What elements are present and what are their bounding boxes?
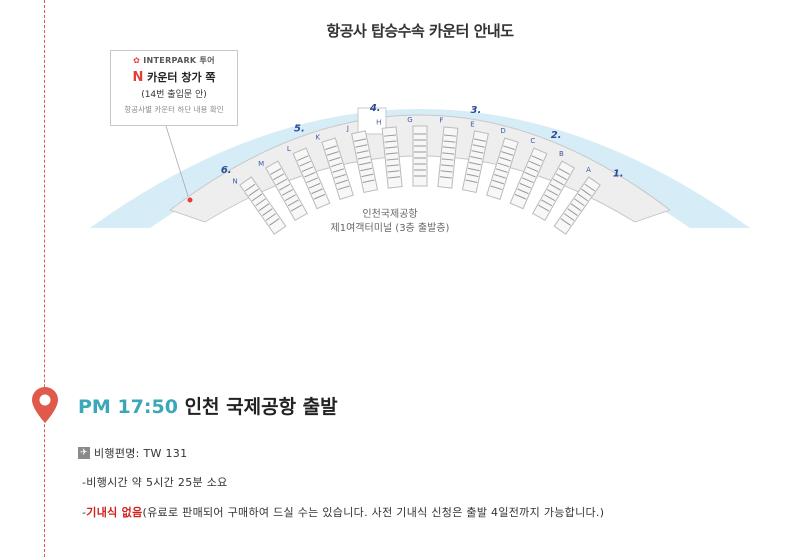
departure-label: 인천 국제공항 출발 bbox=[184, 396, 338, 418]
counter-island-k bbox=[321, 137, 354, 201]
zone-number-6: 6. bbox=[221, 165, 232, 176]
flight-duration: -비행시간 약 5시간 25분 소요 bbox=[82, 476, 228, 489]
meal-warning: 기내식 없음 bbox=[86, 506, 143, 519]
zone-numbers: 1. 2. 3. 4. 5. 6. bbox=[221, 103, 624, 179]
callout-exit: (14번 출입문 안) bbox=[141, 90, 207, 100]
departure-time: PM 17:50 bbox=[78, 396, 178, 418]
timeline-dashed-line bbox=[44, 0, 45, 557]
departure-heading: PM 17:50 인천 국제공항 출발 bbox=[78, 392, 338, 419]
counter-island-m bbox=[265, 160, 308, 221]
n-counter-marker bbox=[187, 197, 193, 203]
counter-letter-k: K bbox=[316, 133, 321, 141]
callout-pointer bbox=[165, 125, 189, 197]
counter-island-l bbox=[292, 147, 331, 210]
counter-letter-c: C bbox=[530, 137, 535, 145]
flight-number-line: ✈ 비행편명: TW 131 bbox=[78, 445, 187, 461]
counter-letter-g: G bbox=[407, 116, 412, 124]
map-title: 항공사 탑승수속 카운터 안내도 bbox=[326, 22, 514, 40]
counter-island-g bbox=[412, 125, 428, 187]
counter-letter-b: B bbox=[559, 150, 564, 158]
meal-info: -기내식 없음(유료로 판매되어 구매하여 드실 수는 있습니다. 사전 기내식… bbox=[82, 504, 604, 520]
interpark-logo: ✿ INTERPARK 투어 bbox=[133, 56, 215, 65]
counter-letter-m: M bbox=[258, 160, 264, 168]
counter-island-j bbox=[351, 130, 379, 194]
counter-letter-n: N bbox=[232, 177, 237, 185]
counter-map: A B C D E F G H J K L M N 1. 2. 3. 4. 5. 6. 항공사 탑승수속 카운터 … bbox=[90, 0, 750, 300]
counter-letter-d: D bbox=[500, 127, 505, 135]
counter-letters: A B C D E F G H J K L M N bbox=[232, 116, 591, 185]
zone-number-5: 5. bbox=[294, 123, 305, 134]
terminal-floor: 제1여객터미널 (3층 출발층) bbox=[330, 223, 450, 234]
counter-letter-a: A bbox=[586, 166, 591, 174]
counter-island-h bbox=[381, 126, 403, 189]
zone-number-4: 4. bbox=[369, 103, 381, 114]
meal-prefix: - bbox=[82, 506, 87, 519]
counter-letter-j: J bbox=[346, 124, 349, 132]
counter-island-e bbox=[461, 130, 489, 194]
counter-island-b bbox=[532, 160, 575, 221]
counter-island-d bbox=[486, 137, 519, 201]
counter-letter-h: H bbox=[376, 119, 381, 127]
airplane-icon: ✈ bbox=[78, 447, 90, 459]
meal-details: (유료로 판매되어 구매하여 드실 수는 있습니다. 사전 기내식 신청은 출발… bbox=[142, 506, 605, 519]
zone-number-2: 2. bbox=[551, 130, 562, 141]
terminal-name: 인천국제공항 bbox=[362, 209, 418, 220]
flight-number: 비행편명: TW 131 bbox=[94, 447, 188, 460]
terminal-outer-band bbox=[90, 109, 750, 228]
callout-counter: N 카운터 창가 쪽 bbox=[132, 70, 216, 85]
counter-letter-e: E bbox=[470, 120, 474, 128]
zone-number-3: 3. bbox=[471, 105, 482, 116]
zone-number-1: 1. bbox=[613, 168, 624, 179]
counter-rows bbox=[239, 125, 601, 235]
counter-letter-f: F bbox=[439, 117, 443, 125]
counter-letter-l: L bbox=[287, 145, 291, 153]
interpark-counter-callout: ✿ INTERPARK 투어 N 카운터 창가 쪽 (14번 출입문 안) 항공… bbox=[110, 50, 238, 126]
counter-island-f bbox=[437, 126, 459, 189]
terminal-map-graphic: A B C D E F G H J K L M N 1. 2. 3. 4. 5. 6. bbox=[90, 103, 750, 235]
callout-note: 항공사별 카운터 하단 내용 확인 bbox=[124, 105, 224, 114]
terminal-center-gap bbox=[357, 107, 387, 135]
terminal-label: 인천국제공항 제1여객터미널 (3층 출발층) bbox=[290, 208, 490, 236]
location-pin-icon bbox=[32, 387, 58, 423]
counter-island-n bbox=[239, 176, 287, 235]
counter-island-c bbox=[509, 147, 548, 210]
counter-island-a bbox=[553, 176, 601, 235]
